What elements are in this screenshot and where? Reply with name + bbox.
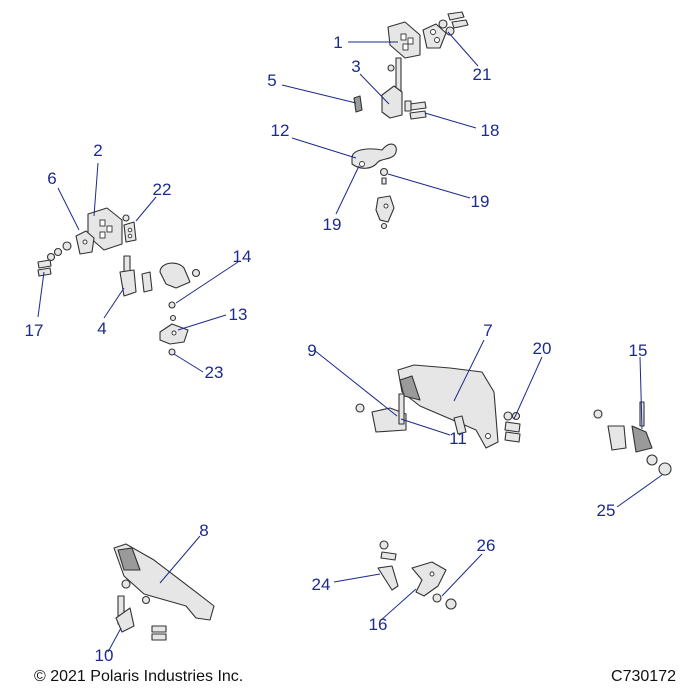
part-11-bushing (453, 415, 467, 435)
callout-25: 25 (597, 501, 616, 520)
callout-7: 7 (483, 321, 492, 340)
part-3-hinge-pin-bracket (381, 57, 403, 119)
part-4-hinge-pin (119, 255, 137, 297)
part-1-hinge-plate (387, 21, 421, 59)
callout-17: 17 (25, 321, 44, 340)
callout-15: 15 (629, 341, 648, 360)
callout-2: 2 (93, 141, 102, 160)
part-14-latch-body (141, 262, 201, 322)
part-23-nut (168, 348, 176, 356)
part-24-pivot-pin (377, 540, 399, 591)
part-10-mount-bracket (115, 579, 167, 641)
copyright-notice: © 2021 Polaris Industries Inc. (34, 668, 244, 685)
callout-26: 26 (477, 536, 496, 555)
callout-1: 1 (333, 33, 342, 52)
callout-5: 5 (267, 71, 276, 90)
callout-4: 4 (97, 319, 106, 338)
part-26-washers (432, 593, 457, 610)
callout-12: 12 (271, 121, 290, 140)
callout-20: 20 (533, 339, 552, 358)
part-8-arm-bracket (113, 543, 215, 621)
leader-lines (37, 31, 663, 653)
callout-18: 18 (481, 121, 500, 140)
part-20-bolts (503, 411, 521, 443)
callout-9: 9 (307, 341, 316, 360)
part-2-hinge-plate (87, 207, 123, 251)
callout-10: 10 (95, 646, 114, 665)
part-15-pivot-bracket (593, 401, 653, 453)
callout-19-left: 19 (323, 215, 342, 234)
callout-8: 8 (199, 521, 208, 540)
part-13-latch-plate (159, 323, 189, 345)
part-6-hinge-leaf (75, 230, 95, 255)
part-19-fasteners (375, 167, 395, 230)
drawing-code: C730172 (611, 668, 676, 685)
part-17-bolts-washers (37, 241, 72, 277)
part-16-bracket (411, 561, 447, 597)
part-18-bolts (404, 100, 427, 120)
part-12-latch-arm (351, 143, 397, 169)
callout-22: 22 (153, 180, 172, 199)
part-7-arm-bracket (397, 364, 499, 449)
callout-14: 14 (233, 247, 252, 266)
callout-19-right: 19 (471, 192, 490, 211)
callout-24: 24 (312, 575, 331, 594)
part-21-plate-hardware (422, 11, 469, 49)
callout-labels: 1 21 3 5 18 12 19 19 2 6 22 14 13 17 4 2… (25, 33, 648, 665)
callout-13: 13 (229, 305, 248, 324)
callout-21: 21 (473, 65, 492, 84)
callout-16: 16 (369, 615, 388, 634)
callout-23: 23 (205, 363, 224, 382)
part-5-small-plate (353, 95, 363, 113)
callout-11: 11 (449, 429, 467, 448)
callout-6: 6 (47, 169, 56, 188)
callout-3: 3 (351, 57, 360, 76)
part-22-small-plate (122, 214, 137, 243)
part-25-washers (646, 454, 672, 476)
part-9-mount-bracket (355, 393, 407, 433)
